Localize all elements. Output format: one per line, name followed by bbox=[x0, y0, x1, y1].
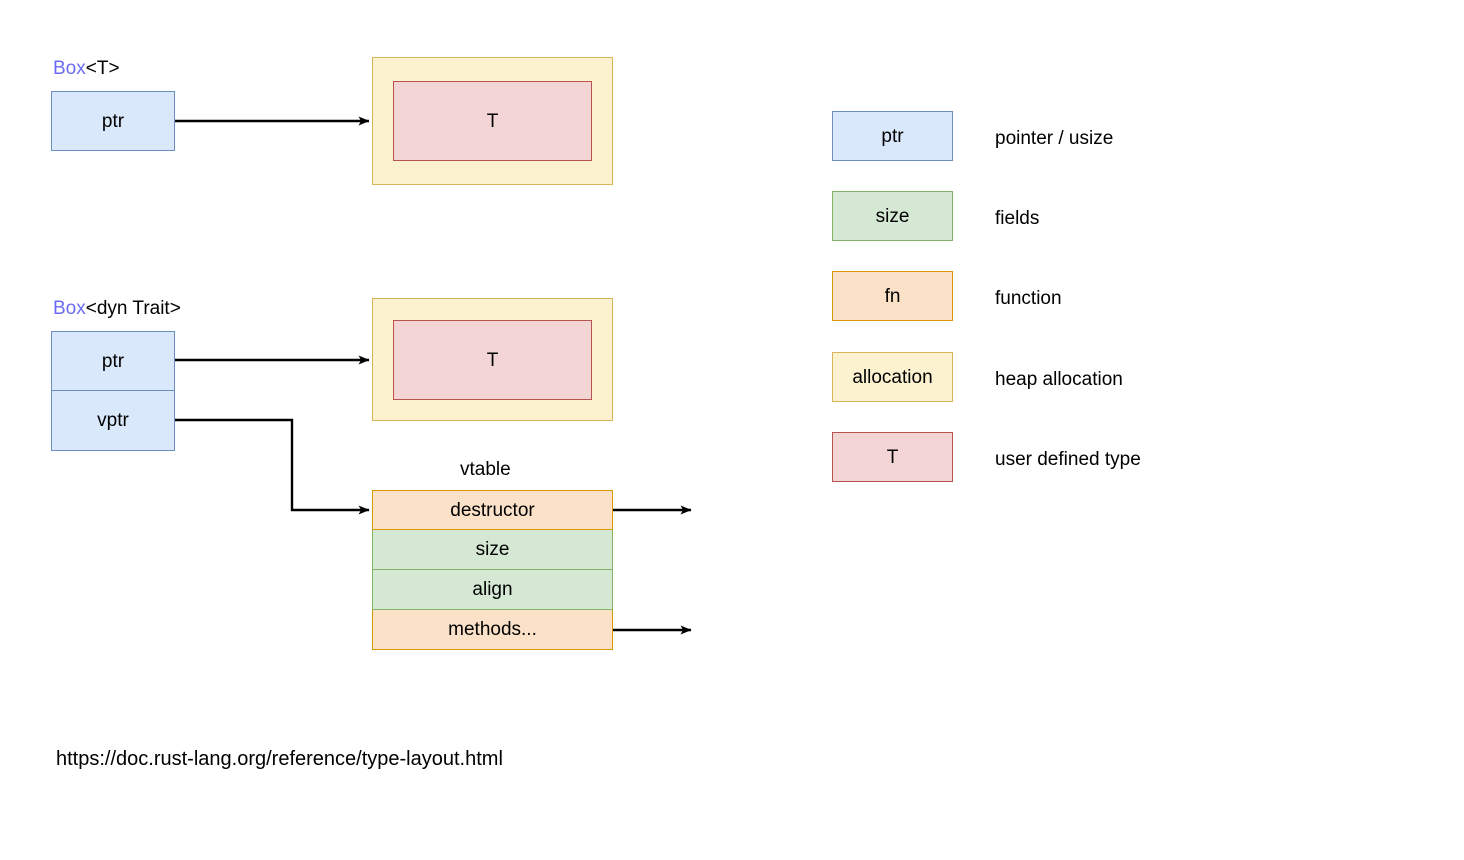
boxdyn-value-T: T bbox=[393, 320, 592, 400]
legend-swatch-allocation-label: allocation bbox=[852, 366, 933, 388]
vtable-caption: vtable bbox=[460, 459, 511, 480]
legend-description-ptr: pointer / usize bbox=[995, 128, 1114, 149]
boxt-value-T: T bbox=[393, 81, 592, 161]
legend-swatch-type: T bbox=[832, 432, 953, 482]
boxdyn-ptr-cell[interactable]: ptr bbox=[51, 331, 175, 391]
boxdyn-label-generic: <dyn Trait> bbox=[85, 298, 181, 319]
vtable-row-methods[interactable]: methods... bbox=[372, 610, 613, 650]
legend-swatch-type-label: T bbox=[886, 446, 899, 468]
boxdyn-vptr-cell-label: vptr bbox=[97, 410, 129, 431]
boxdyn-label-keyword: Box bbox=[53, 298, 86, 319]
boxdyn-label: Box<dyn Trait> bbox=[53, 299, 181, 318]
vtable-row-methods-label: methods... bbox=[448, 619, 537, 640]
legend-description-user-defined-type: user defined type bbox=[995, 449, 1141, 470]
legend-description-heap-allocation: heap allocation bbox=[995, 369, 1123, 390]
boxt-label-generic: <T> bbox=[85, 58, 120, 79]
boxt-ptr-cell-label: ptr bbox=[101, 110, 125, 132]
boxt-label-keyword: Box bbox=[53, 58, 86, 79]
vtable-row-align-label: align bbox=[472, 579, 513, 600]
boxt-ptr-cell[interactable]: ptr bbox=[51, 91, 175, 151]
legend-description-fields: fields bbox=[995, 208, 1040, 229]
boxdyn-ptr-cell-label: ptr bbox=[101, 350, 125, 372]
vtable-row-size-label: size bbox=[475, 539, 510, 560]
legend-description-function: function bbox=[995, 288, 1062, 309]
boxdyn-value-T-label: T bbox=[486, 349, 499, 371]
legend-swatch-fn-label: fn bbox=[884, 285, 901, 307]
legend-swatch-ptr-label: ptr bbox=[881, 125, 904, 147]
legend-swatch-fn: fn bbox=[832, 271, 953, 321]
legend-swatch-size-label: size bbox=[875, 205, 910, 227]
vtable-row-size[interactable]: size bbox=[372, 530, 613, 570]
boxt-label: Box<T> bbox=[53, 59, 120, 78]
legend-swatch-allocation: allocation bbox=[832, 352, 953, 402]
source-url[interactable]: https://doc.rust-lang.org/reference/type… bbox=[56, 748, 503, 770]
vtable-row-destructor-label: destructor bbox=[450, 499, 535, 521]
vtable-row-align[interactable]: align bbox=[372, 570, 613, 610]
legend-swatch-ptr: ptr bbox=[832, 111, 953, 161]
edge-boxdyn-vptr-to-vtable bbox=[175, 418, 370, 515]
boxdyn-vptr-cell[interactable]: vptr bbox=[51, 391, 175, 451]
boxt-value-T-label: T bbox=[486, 110, 499, 132]
vtable-row-destructor[interactable]: destructor bbox=[372, 490, 613, 530]
legend-swatch-size: size bbox=[832, 191, 953, 241]
